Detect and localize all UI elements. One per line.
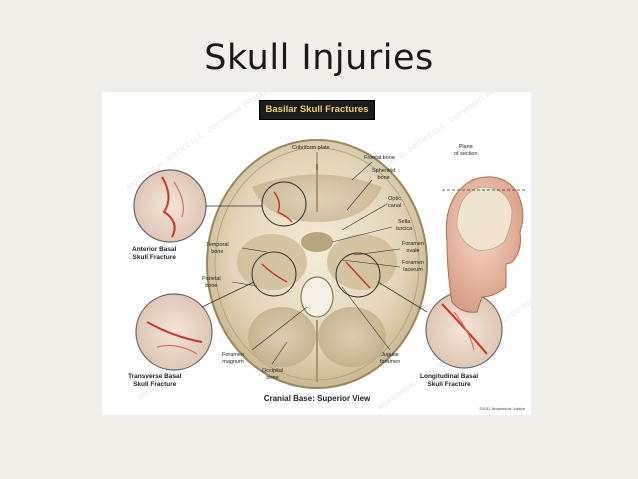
label-leader-lines [231,152,401,365]
skull-fracture-illustration: ANATOMICAL JUSTICE LLC · COPYRIGHT PROTE… [102,92,531,415]
head-profile [442,176,527,313]
figure-header-text: Basilar Skull Fractures [265,104,369,115]
anterior-zoom [133,169,262,243]
figure-header: Basilar Skull Fractures [259,100,375,120]
label-cribriform-plate: Cribriform plate [292,145,330,151]
copyright-notice: ©2011 Anatomical Justice [479,406,525,411]
slide-title: Skull Injuries [204,38,434,78]
figure-caption: Cranial Base: Superior View [263,394,371,403]
transverse-zoom [135,281,255,371]
longitudinal-fracture-marker [335,252,381,298]
skull-diagram [133,139,527,389]
anterior-fracture-marker [261,181,307,227]
transverse-fracture-marker [251,251,297,297]
label-frontal-bone: Frontal bone [364,155,395,161]
